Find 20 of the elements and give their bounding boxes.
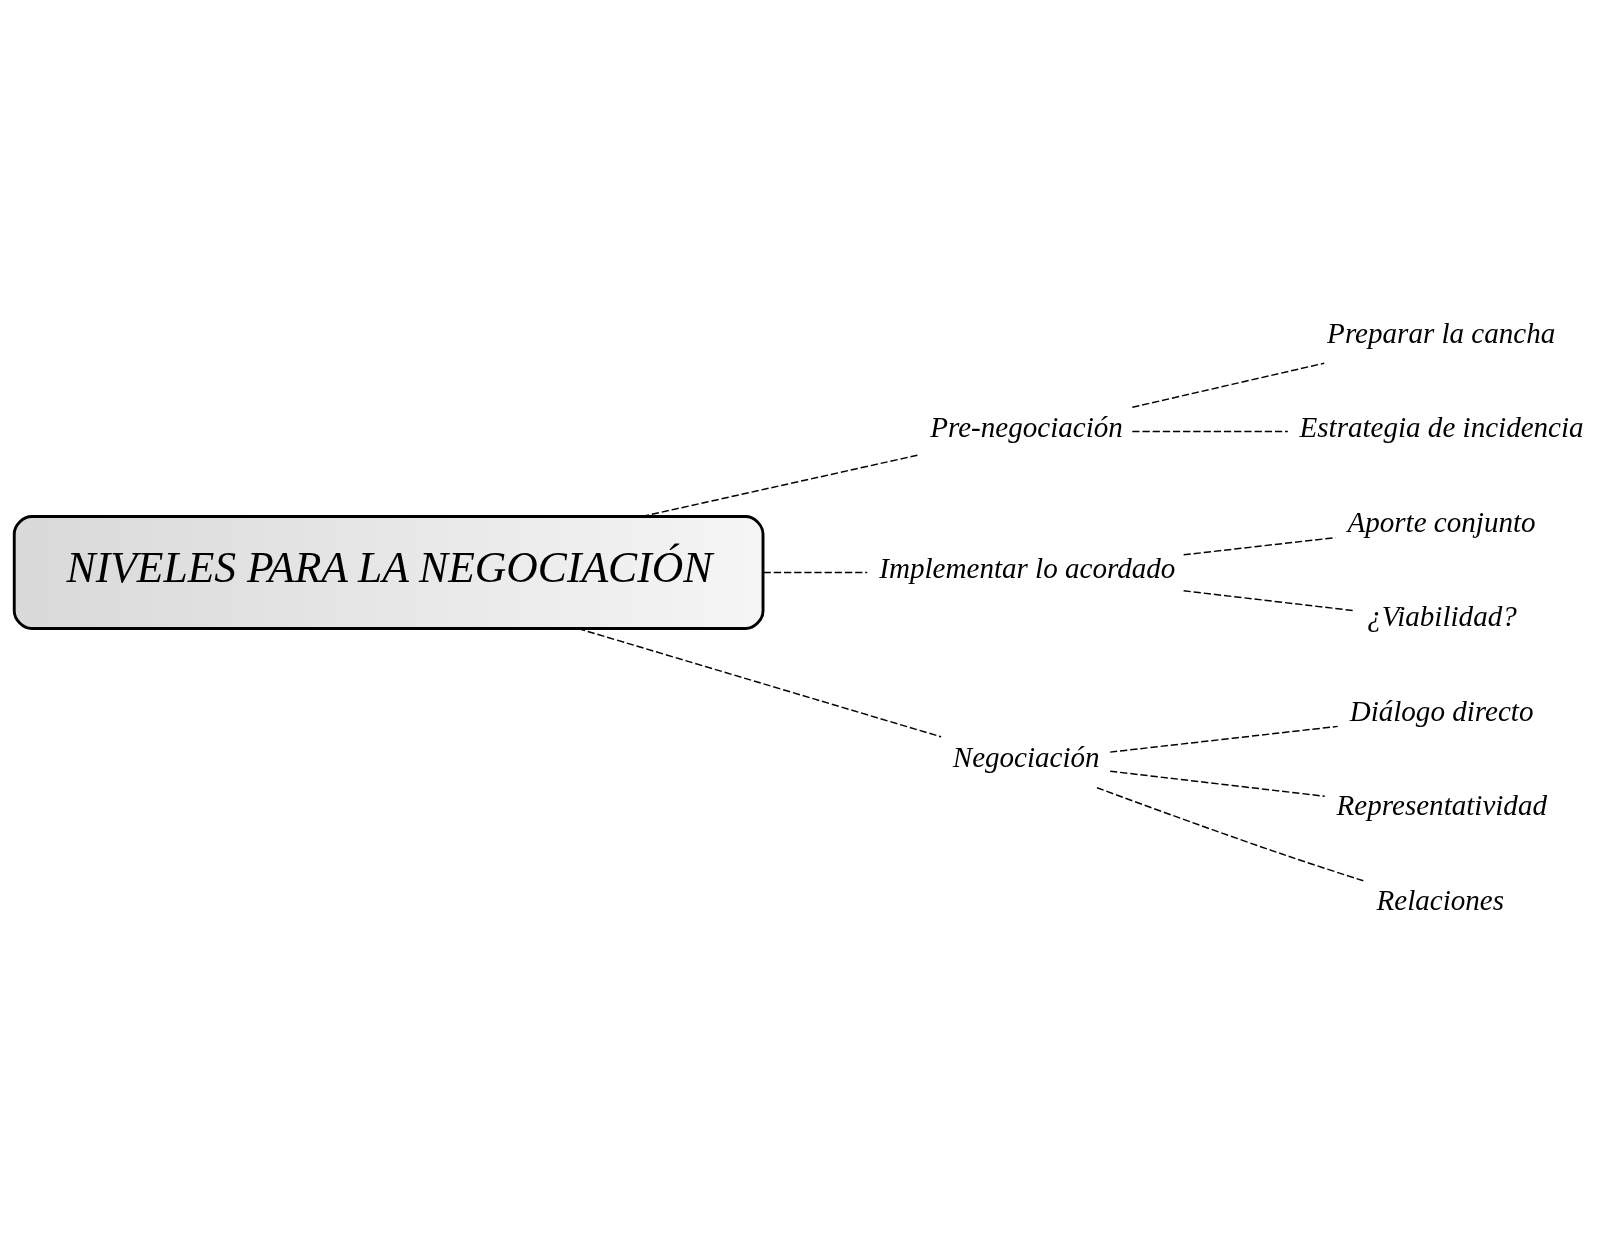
connector [1131,362,1325,408]
node-text: Preparar la cancha [1327,316,1556,349]
node-text: ¿Viabilidad? [1367,600,1517,633]
node-text: Negociación [952,741,1100,774]
node-text: Pre-negociación [930,411,1123,444]
connector [1096,787,1366,882]
node-box: NIVELES PARA LA NEGOCIACIÓN [12,515,765,630]
node-text: Diálogo directo [1349,694,1534,727]
connector [1182,536,1337,556]
node-text: Relaciones [1376,883,1505,916]
node-text: Implementar lo acordado [879,552,1176,585]
node-text: Representatividad [1336,789,1547,822]
connector [577,627,942,738]
connector [762,571,868,574]
node-text: Aporte conjunto [1347,505,1536,538]
connector [1109,725,1339,753]
connector [1182,590,1356,612]
connector [1131,430,1289,433]
connector [1109,770,1326,797]
node-text: Estrategia de incidencia [1299,411,1584,444]
